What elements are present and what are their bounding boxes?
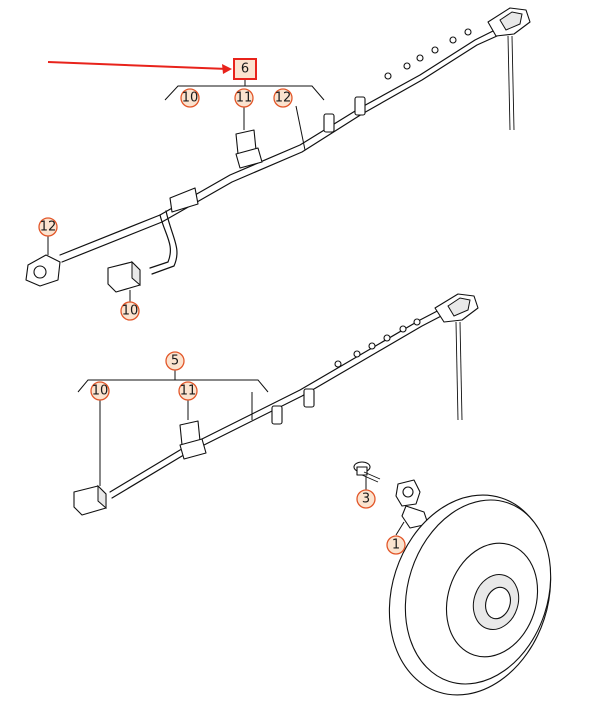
svg-text:10: 10	[182, 91, 199, 106]
callout-bottom-plug-11[interactable]: 11	[178, 381, 198, 401]
svg-text:12: 12	[275, 91, 292, 106]
callout-top-left-connector-12[interactable]: 12	[38, 217, 58, 237]
bottom-group-bracket	[77, 379, 269, 393]
callout-top-wire-12[interactable]: 12	[273, 88, 293, 108]
bottom-sensor-plug	[179, 420, 207, 460]
callout-sensor-1[interactable]: 1	[386, 535, 406, 555]
highlight-arrow	[47, 61, 232, 74]
svg-text:11: 11	[180, 384, 197, 399]
svg-text:5: 5	[171, 354, 179, 369]
brake-disc	[388, 494, 552, 696]
callout-part-5[interactable]: 5	[165, 351, 185, 371]
svg-text:1: 1	[392, 538, 400, 553]
svg-text:3: 3	[362, 492, 370, 507]
svg-text:10: 10	[122, 304, 139, 319]
top-sensor-plug	[235, 129, 263, 169]
svg-text:12: 12	[40, 220, 57, 235]
bottom-wiring-harness	[73, 293, 479, 516]
callout-bottom-connector-10[interactable]: 10	[90, 381, 110, 401]
top-left-connector	[25, 254, 61, 287]
callout-bolt-3[interactable]: 3	[356, 489, 376, 509]
callout-part-6[interactable]: 6	[233, 58, 257, 80]
bolt	[353, 461, 381, 483]
bottom-sensor-head	[434, 293, 479, 421]
callout-top-plug-11[interactable]: 11	[234, 88, 254, 108]
svg-text:11: 11	[236, 91, 253, 106]
bottom-harness-clips	[271, 318, 421, 425]
top-sensor-head	[487, 7, 531, 131]
speed-sensor	[395, 479, 429, 529]
callout-top-lower-connector-10[interactable]: 10	[120, 301, 140, 321]
bottom-connector	[73, 484, 107, 516]
svg-text:6: 6	[241, 62, 249, 77]
top-lower-connector	[107, 260, 141, 293]
top-harness-clips	[323, 28, 472, 133]
top-wiring-harness	[25, 7, 531, 293]
svg-text:10: 10	[92, 384, 109, 399]
callout-top-connector-10[interactable]: 10	[180, 88, 200, 108]
